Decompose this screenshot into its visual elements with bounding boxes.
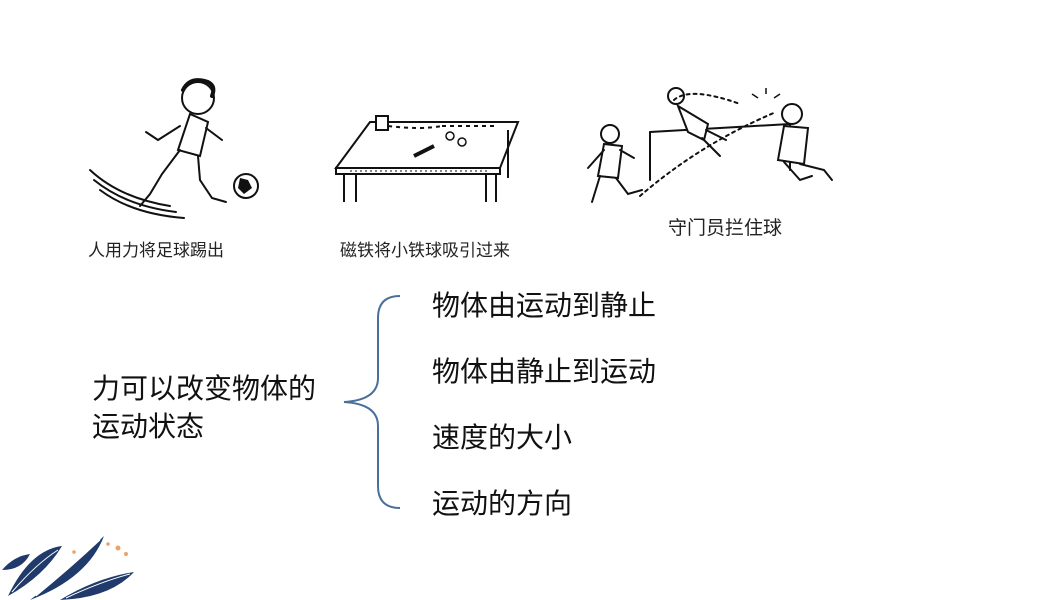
concept-label: 力可以改变物体的 运动状态: [92, 370, 316, 446]
branch-item: 速度的大小: [432, 421, 573, 454]
branch-item: 物体由静止到运动: [432, 355, 657, 388]
caption-soccer-kick: 人用力将足球踢出: [88, 241, 224, 261]
goalkeeper-save-illustration: [580, 84, 855, 214]
branch-item: 物体由运动到静止: [432, 289, 657, 322]
concept-line-1: 力可以改变物体的: [92, 372, 317, 405]
curly-bracket: [340, 292, 404, 512]
caption-goalkeeper: 守门员拦住球: [668, 217, 783, 239]
caption-magnet: 磁铁将小铁球吸引过来: [340, 241, 510, 261]
soccer-kick-illustration: [80, 70, 270, 230]
leaf-decoration-icon: [0, 530, 150, 600]
branch-item: 运动的方向: [432, 487, 573, 520]
magnet-table-illustration: [330, 108, 530, 208]
concept-line-2: 运动状态: [92, 410, 205, 443]
